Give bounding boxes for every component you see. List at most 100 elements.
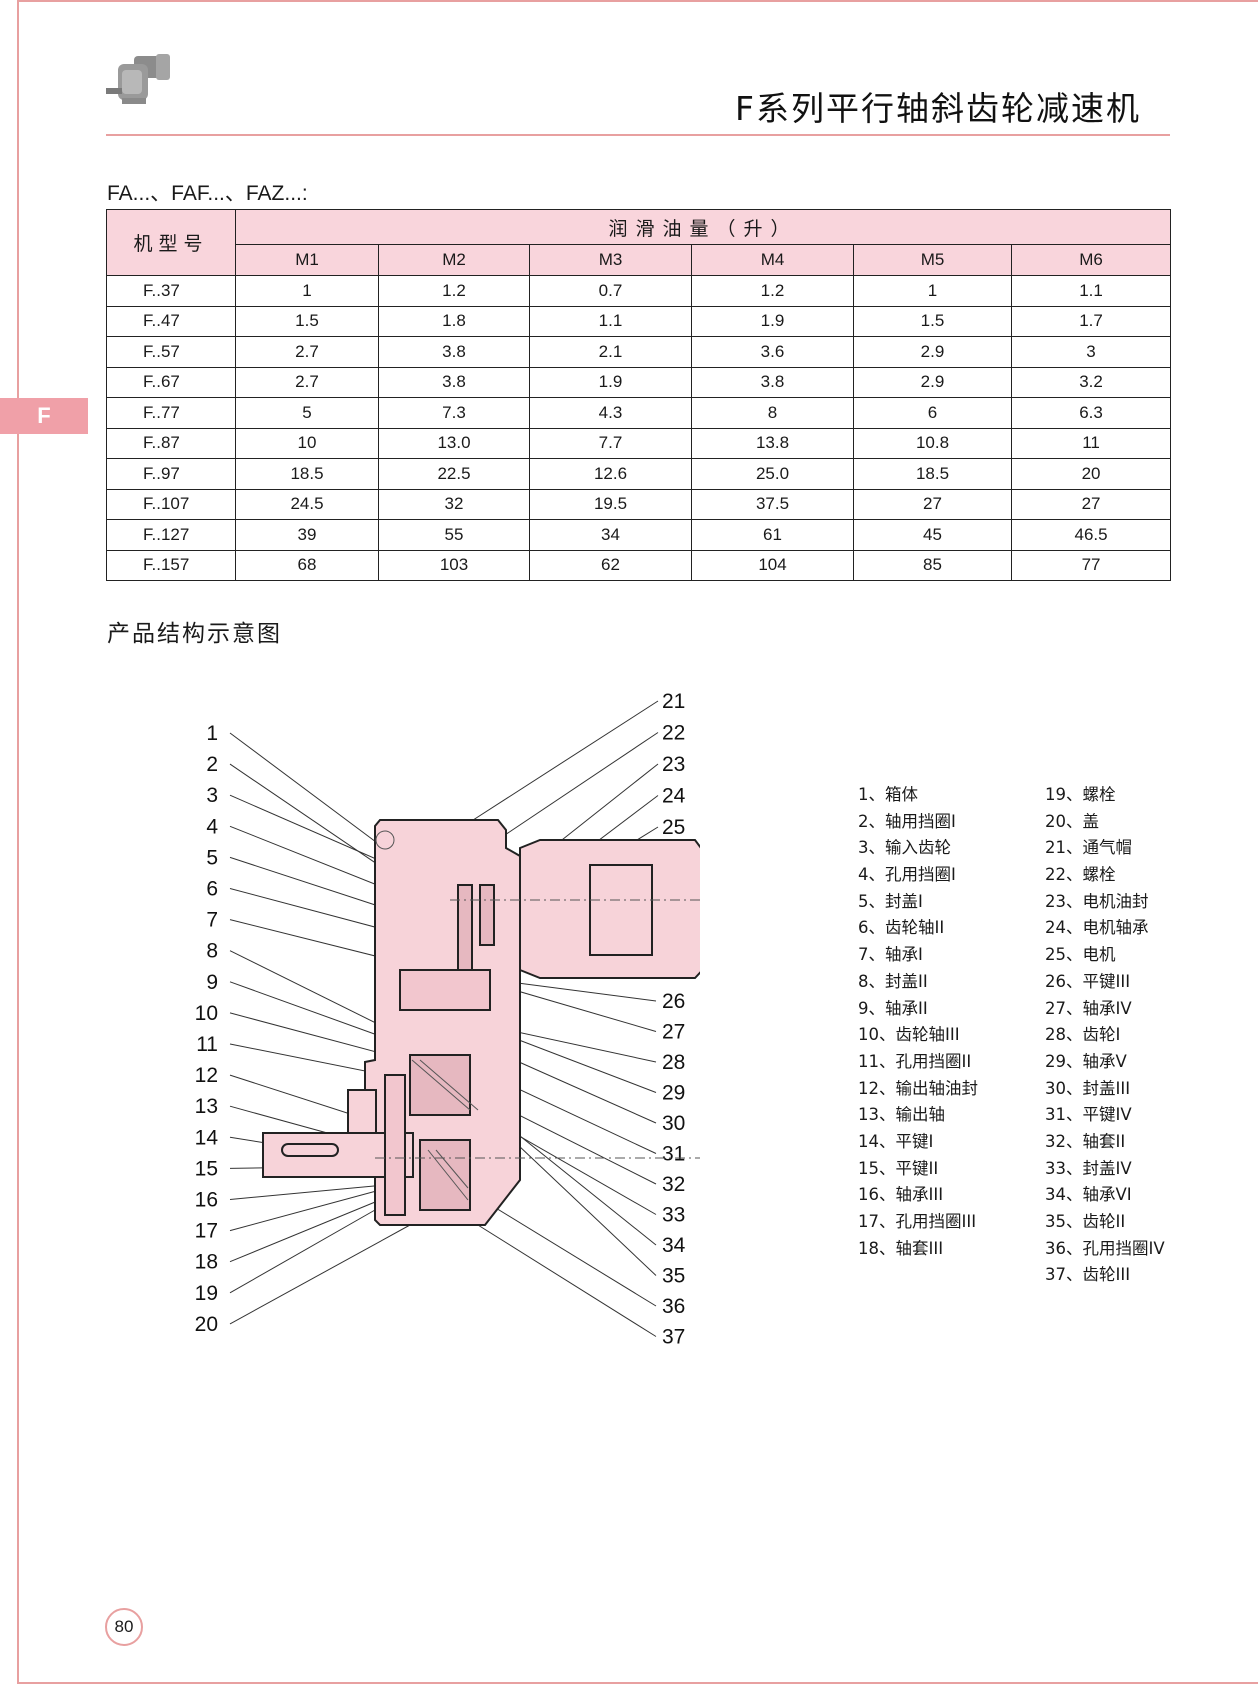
callout-number: 10: [195, 1002, 218, 1025]
callout-number: 31: [662, 1143, 685, 1166]
oil-volume-cell: 1: [853, 275, 1012, 307]
oil-volume-cell: 39: [235, 519, 379, 551]
callout-number: 16: [195, 1189, 218, 1212]
oil-volume-cell: 13.8: [691, 427, 854, 459]
oil-volume-cell: 46.5: [1010, 519, 1172, 551]
callout-number: 27: [662, 1021, 685, 1044]
legend-item: 5、封盖I: [858, 891, 923, 911]
oil-volume-cell: 34: [529, 519, 692, 551]
oil-volume-cell: 2.7: [235, 366, 379, 398]
callout-number: 1: [206, 722, 218, 745]
model-cell: F..127: [106, 519, 236, 551]
oil-volume-cell: 1.2: [691, 275, 854, 307]
leader-line: [489, 732, 659, 846]
callout-number: 3: [206, 784, 218, 807]
oil-volume-cell: 104: [691, 549, 854, 581]
legend-item: 37、齿轮III: [1045, 1265, 1131, 1285]
leader-line: [517, 1144, 657, 1276]
oil-volume-cell: 19.5: [529, 488, 692, 520]
callout-number: 5: [206, 846, 218, 869]
legend-item: 32、轴套II: [1045, 1131, 1126, 1151]
legend-item: 4、孔用挡圈I: [858, 865, 956, 885]
oil-volume-cell: 27: [1010, 488, 1172, 520]
callout-number: 34: [662, 1234, 686, 1257]
oil-volume-cell: 7.7: [529, 427, 692, 459]
callout-number: 35: [662, 1265, 685, 1288]
oil-volume-cell: 1.7: [1010, 305, 1172, 337]
oil-volume-cell: 10.8: [853, 427, 1012, 459]
mount-column-header: M4: [691, 244, 854, 276]
legend-item: 2、轴用挡圈I: [858, 811, 956, 831]
legend-item: 25、电机: [1045, 945, 1116, 965]
oil-volume-cell: 27: [853, 488, 1012, 520]
legend-item: 10、齿轮轴III: [858, 1025, 960, 1045]
legend-item: 8、封盖II: [858, 971, 928, 991]
oil-volume-cell: 1.5: [235, 305, 379, 337]
legend-item: 1、箱体: [858, 785, 918, 804]
model-column-header: 机型号: [106, 209, 236, 276]
callout-number: 17: [195, 1220, 218, 1243]
oil-volume-cell: 0.7: [529, 275, 692, 307]
legend-item: 3、输入齿轮: [858, 838, 951, 858]
oil-volume-cell: 6: [853, 397, 1012, 429]
legend-item: 24、电机轴承: [1045, 918, 1149, 938]
legend-item: 21、通气帽: [1045, 838, 1132, 858]
leader-line: [494, 1077, 657, 1154]
oil-volume-cell: 2.1: [529, 336, 692, 368]
oil-volume-cell: 4.3: [529, 397, 692, 429]
callout-number: 11: [196, 1033, 218, 1056]
callout-number: 32: [662, 1173, 685, 1196]
leader-line: [497, 1031, 657, 1093]
leader-line: [229, 1224, 411, 1325]
legend-item: 13、输出轴: [858, 1105, 945, 1125]
mount-column-header: M3: [529, 244, 692, 276]
legend-item: 30、封盖III: [1045, 1078, 1131, 1098]
oil-volume-cell: 61: [691, 519, 854, 551]
mount-column-header: M6: [1010, 244, 1172, 276]
leader-line: [229, 1199, 381, 1263]
oil-volume-cell: 5: [235, 397, 379, 429]
section-tab: F: [0, 398, 88, 434]
leader-line: [509, 981, 657, 1002]
model-cell: F..97: [106, 458, 236, 490]
mount-column-header: M5: [853, 244, 1012, 276]
legend-item: 20、盖: [1045, 811, 1099, 831]
oil-volume-cell: 1.2: [378, 275, 530, 307]
oil-volume-cell: 55: [378, 519, 530, 551]
oil-volume-cell: 2.9: [853, 366, 1012, 398]
legend-item: 16、轴承III: [858, 1185, 944, 1205]
callout-number: 19: [195, 1282, 218, 1305]
callout-number: 29: [662, 1082, 685, 1105]
callout-number: 26: [662, 990, 685, 1013]
callout-number: 30: [662, 1112, 685, 1135]
oil-volume-cell: 24.5: [235, 488, 379, 520]
model-cell: F..37: [106, 275, 236, 307]
oil-volume-cell: 3.8: [691, 366, 854, 398]
structure-diagram: 1234567891011121314151617181920212223242…: [195, 690, 700, 1349]
oil-volume-cell: 8: [691, 397, 854, 429]
legend-item: 34、轴承VI: [1045, 1185, 1132, 1205]
oil-volume-cell: 25.0: [691, 458, 854, 490]
legend-item: 31、平键IV: [1045, 1105, 1132, 1125]
callout-number: 7: [206, 909, 218, 932]
oil-volume-cell: 1.9: [691, 305, 854, 337]
leader-line: [499, 1124, 657, 1215]
oil-volume-cell: 13.0: [378, 427, 530, 459]
oil-volume-cell: 3.2: [1010, 366, 1172, 398]
legend-item: 14、平键I: [858, 1131, 934, 1151]
leader-line: [509, 1057, 657, 1124]
legend-item: 17、孔用挡圈III: [858, 1212, 977, 1231]
oil-volume-cell: 1.9: [529, 366, 692, 398]
leader-line: [229, 1043, 386, 1076]
legend-item: 35、齿轮II: [1045, 1212, 1126, 1231]
oil-volume-cell: 7.3: [378, 397, 530, 429]
legend-item: 18、轴套III: [858, 1238, 944, 1258]
leader-line: [229, 1184, 386, 1200]
